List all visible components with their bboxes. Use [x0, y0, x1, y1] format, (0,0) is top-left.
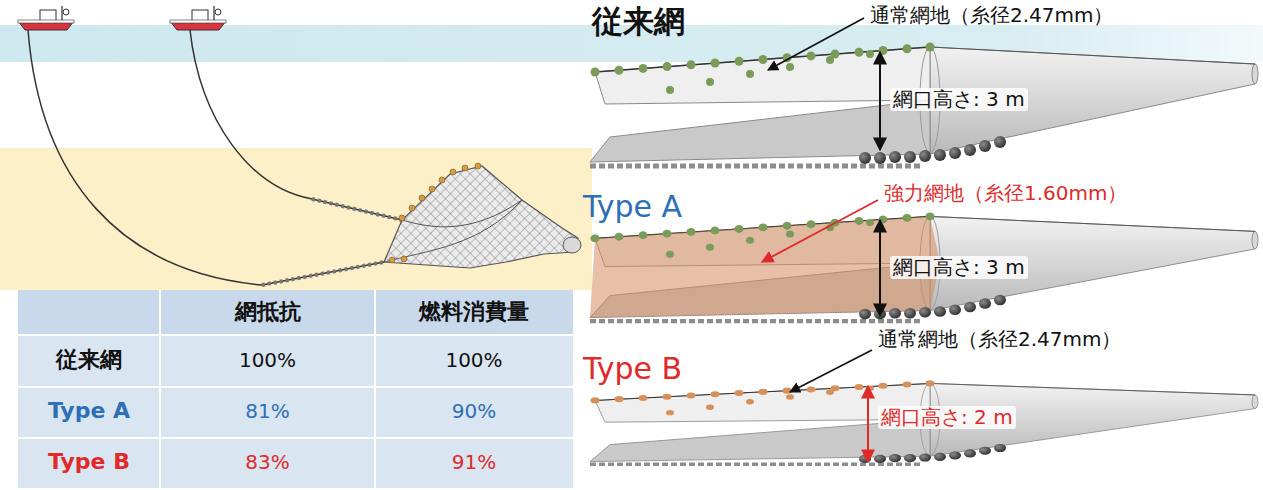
table-row-head: 従来網 [18, 347, 160, 372]
table-cell: 90% [375, 400, 573, 423]
netting-label: 強力網地（糸径1.60mm） [884, 182, 1128, 205]
table-row-head: Type A [18, 398, 160, 423]
table-cell: 81% [160, 400, 375, 423]
mouth-height: 網口高さ: 2 m [878, 406, 1016, 429]
netting-label: 通常網地（糸径2.47mm） [878, 328, 1122, 351]
mouth-height: 網口高さ: 3 m [890, 256, 1028, 279]
table-header: 燃料消費量 [375, 299, 573, 324]
netting-label: 通常網地（糸径2.47mm） [870, 4, 1114, 27]
table-cell: 100% [160, 349, 375, 372]
table-cell: 83% [160, 451, 375, 474]
table-cell: 91% [375, 451, 573, 474]
table-cell: 100% [375, 349, 573, 372]
net-type-label: Type B [583, 352, 682, 387]
table-header: 網抵抗 [160, 299, 375, 324]
net-type-label: Type A [583, 190, 682, 225]
mouth-height: 網口高さ: 3 m [890, 88, 1028, 111]
table-row-head: Type B [18, 449, 160, 474]
net-title: 従来網 [592, 4, 685, 40]
